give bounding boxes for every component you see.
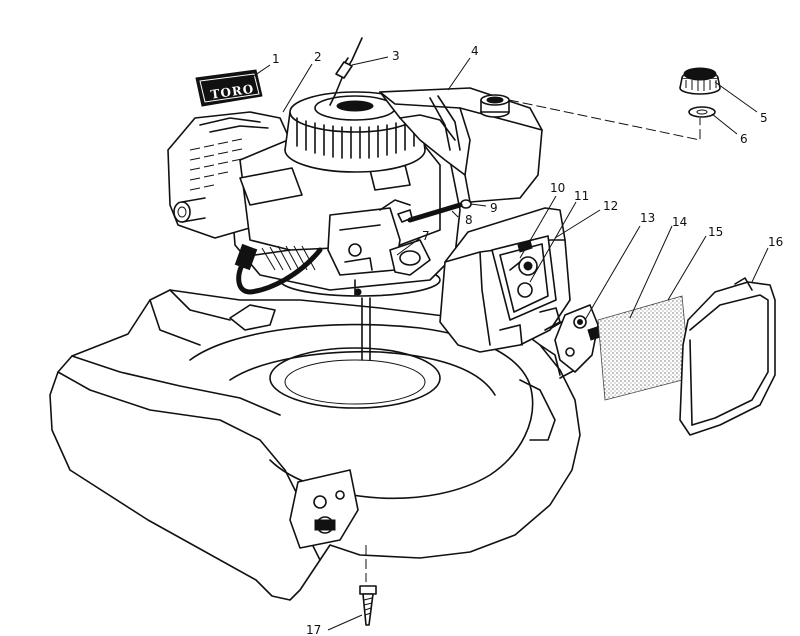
- toro-logo-text: TORO: [210, 82, 255, 102]
- fuel-tank: [379, 87, 543, 203]
- callout-10: 10: [550, 181, 565, 195]
- callout-5: 5: [760, 111, 768, 125]
- callout-12: 12: [603, 199, 618, 213]
- callout-15: 15: [708, 225, 723, 239]
- toro-decal: TORO: [195, 69, 263, 107]
- callout-3: 3: [392, 49, 400, 63]
- callouts: 1 2 3 4 5 6 7 8 9 10 11 12 13 14 15 16 1…: [272, 44, 783, 636]
- callout-2: 2: [314, 50, 322, 64]
- leader-lines: [247, 56, 769, 631]
- fuel-cap-gasket: [688, 106, 716, 118]
- callout-17: 17: [306, 623, 321, 636]
- air-cleaner-cover: [679, 277, 776, 436]
- callout-4: 4: [471, 44, 479, 58]
- spark-plug-wire: [234, 243, 323, 295]
- hose-clamp: [460, 199, 472, 209]
- air-cleaner-body: [439, 207, 571, 353]
- air-filter-element: [597, 295, 691, 401]
- air-cleaner-bracket: [554, 304, 604, 373]
- callout-14: 14: [672, 215, 687, 229]
- carburetor: [327, 199, 431, 296]
- recoil-starter: [284, 91, 426, 173]
- callout-7: 7: [422, 229, 430, 243]
- blade-bolt: [359, 545, 377, 626]
- callout-16: 16: [768, 235, 783, 249]
- fuel-cap: [679, 67, 721, 95]
- throttle-cable: [329, 37, 363, 106]
- muffler-outlet: [173, 197, 206, 223]
- callout-1: 1: [272, 52, 280, 66]
- callout-8: 8: [465, 213, 473, 227]
- callout-6: 6: [740, 132, 748, 146]
- callout-9: 9: [490, 201, 498, 215]
- mower-deck: [49, 289, 586, 601]
- fuel-line: [397, 202, 463, 223]
- callout-11: 11: [574, 189, 589, 203]
- height-adjuster: [289, 469, 359, 549]
- callout-13: 13: [640, 211, 655, 225]
